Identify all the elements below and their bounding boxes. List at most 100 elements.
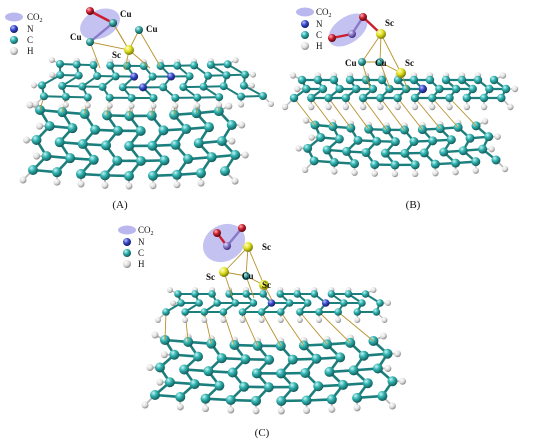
upper-graphene-layer [31, 57, 274, 109]
carbon-atom [28, 165, 38, 175]
hydrogen-atom [33, 152, 41, 160]
carbon-atom [361, 148, 371, 158]
carbon-atom [409, 137, 419, 147]
carbon-atom [239, 381, 250, 392]
hydrogen-atom [248, 82, 255, 89]
interlayer-bond [222, 311, 235, 346]
carbon-atom [489, 75, 499, 85]
carbon-atom [497, 93, 506, 103]
carbon-atom [303, 143, 313, 153]
carbon-atom [316, 132, 326, 142]
carbon-atom [352, 392, 363, 403]
hydrogen-atom [388, 402, 396, 410]
hydrogen-atom [160, 351, 168, 359]
carbon-atom [435, 84, 444, 94]
carbon-atom [155, 362, 165, 373]
hydrogen-atom [391, 170, 399, 178]
carbon-atom [462, 93, 471, 103]
interlayer-bond [449, 97, 477, 127]
carbon-atom [225, 395, 236, 406]
adsorbate-bond [88, 9, 115, 25]
carbon-atom [471, 157, 481, 167]
carbon-atom [393, 93, 402, 103]
carbon-atom [58, 81, 67, 90]
hydrogen-atom [252, 407, 260, 415]
carbon-atom [172, 169, 182, 180]
carbon-atom [458, 146, 468, 156]
hydrogen-atom [295, 145, 302, 152]
carbon-atom [410, 93, 420, 103]
hydrogen-atom [501, 165, 509, 173]
carbon-atom [328, 122, 338, 132]
carbon-atom [175, 391, 186, 402]
scandium-atom [396, 68, 406, 78]
hydrogen-atom [225, 102, 233, 110]
hydrogen-atom [172, 102, 179, 109]
legend-c: CO2 N C H [118, 225, 154, 269]
carbon-atom [177, 299, 185, 307]
hydrogen-atom [155, 317, 161, 323]
carbon-atom [193, 93, 202, 102]
carbon-atom [342, 146, 352, 156]
atom-label-sc: Sc [405, 58, 414, 68]
hydrogen-atom [182, 317, 189, 323]
carbon-atom [173, 61, 182, 70]
hydrogen-atom [228, 137, 236, 145]
carbon-atom [156, 61, 165, 70]
carbon-sphere-icon [123, 249, 131, 257]
hydrogen-atom [106, 102, 113, 109]
lower-graphene-layer [141, 331, 406, 415]
carbon-atom [457, 75, 467, 85]
carbon-atom [112, 125, 123, 136]
carbon-atom [263, 382, 274, 393]
nitrogen-sphere-icon [301, 20, 309, 28]
metal-contact-line [380, 33, 402, 74]
carbon-atom [302, 84, 311, 94]
carbon-atom [72, 60, 81, 69]
carbon-atom [98, 82, 107, 91]
carbon-atom [223, 60, 232, 69]
carbon-atom [54, 137, 65, 148]
atom-group [155, 287, 391, 323]
carbon-atom [74, 71, 83, 80]
carbon-atom [324, 366, 335, 377]
nitrogen-atom [321, 299, 330, 307]
hydrogen-atom [268, 101, 274, 107]
hydrogen-atom [141, 401, 149, 409]
carbon-atom [327, 290, 336, 298]
hydrogen-atom [170, 300, 177, 306]
legend-h-label: H [138, 259, 145, 269]
carbon-atom [230, 150, 241, 160]
bond-group [41, 63, 264, 99]
carbon-atom [124, 170, 134, 181]
carbon-atom [370, 160, 380, 170]
hydrogen-atom [294, 85, 301, 93]
hydrogen-atom [351, 169, 358, 176]
hydrogen-atom [239, 317, 246, 323]
carbon-atom [89, 61, 98, 70]
carbon-atom [111, 72, 120, 81]
carbon-atom [315, 308, 323, 316]
nitrogen-atom [130, 72, 139, 81]
carbon-atom [158, 125, 169, 136]
hydrogen-atom [202, 405, 210, 413]
hydrogen-sphere-icon [123, 260, 131, 268]
copper-atom [242, 272, 250, 280]
hydrogen-atom [62, 101, 69, 108]
interlayer-bond [380, 97, 405, 131]
carbon-atom [219, 82, 228, 91]
hydrogen-atom [84, 102, 91, 109]
carbon-atom [183, 154, 194, 165]
hydrogen-atom [194, 102, 201, 109]
carbon-atom [259, 92, 267, 100]
hydrogen-atom [176, 403, 184, 411]
hydrogen-atom [146, 364, 154, 371]
nitrogen-sphere-icon [10, 25, 18, 33]
hydrogen-atom [446, 103, 453, 111]
carbon-atom [376, 299, 384, 307]
hydrogen-atom [359, 103, 367, 111]
hydrogen-atom [325, 103, 332, 111]
carbon-atom [31, 135, 42, 145]
hydrogen-atom [241, 151, 249, 159]
